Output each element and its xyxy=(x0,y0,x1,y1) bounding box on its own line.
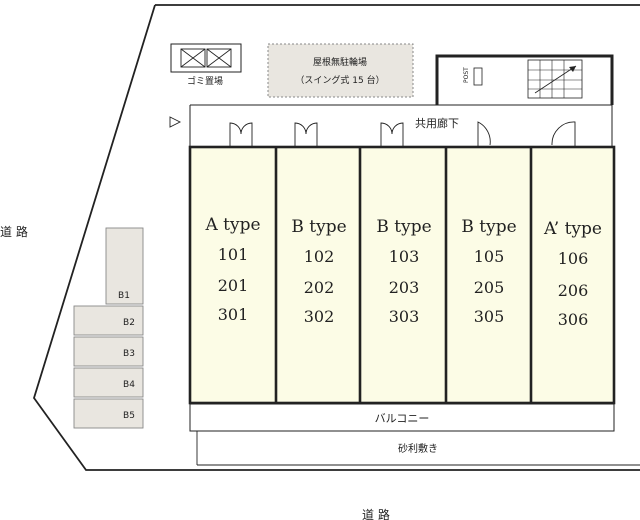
balcony: バルコニー xyxy=(189,403,615,432)
unit-b-2: B type 103 203 303 xyxy=(376,217,431,326)
door-swing xyxy=(305,122,318,147)
room-number: 203 xyxy=(389,278,420,297)
door-106 xyxy=(551,121,576,147)
garbage-label: ゴミ置場 xyxy=(187,75,223,87)
bike-parking-area xyxy=(267,43,414,98)
bike-parking-label: 屋根無駐輪場 xyxy=(313,56,367,68)
stair-arrow-head xyxy=(569,66,576,72)
shared-corridor: 共用廊下 xyxy=(169,104,613,147)
triangle-arrow-icon xyxy=(169,116,182,128)
units-band xyxy=(188,145,616,405)
door-swing xyxy=(229,122,242,147)
parking-bay-b2 xyxy=(73,305,144,336)
bike-parking-capacity: （スイング式 15 台） xyxy=(295,74,384,86)
gravel-label: 砂利敷き xyxy=(398,442,438,455)
parking-bay-b4 xyxy=(73,367,144,398)
room-number: 201 xyxy=(218,276,249,295)
room-number: 202 xyxy=(304,278,335,297)
door-swing xyxy=(391,122,404,147)
door-swing xyxy=(240,122,253,147)
crossed-box-icon xyxy=(180,48,206,68)
crossed-box-icon-line xyxy=(180,48,206,68)
door-swing xyxy=(294,122,307,147)
room-number: 102 xyxy=(304,247,335,266)
room-number: 303 xyxy=(389,307,420,326)
parking-bay-label: B1 xyxy=(118,291,130,301)
unit-b-3: B type 105 205 305 xyxy=(461,217,516,326)
room-number: 305 xyxy=(474,307,505,326)
gravel-area: 砂利敷き xyxy=(196,431,640,466)
garbage-area: ゴミ置場 xyxy=(170,43,242,87)
door-swing xyxy=(551,121,576,147)
parking-bay-label: B5 xyxy=(123,411,135,421)
room-number: 206 xyxy=(558,281,589,300)
parking-bay-label: B4 xyxy=(123,380,135,390)
stairs-icon xyxy=(527,59,583,99)
unit-b-1: B type 102 202 302 xyxy=(291,217,346,326)
room-number: 105 xyxy=(474,247,505,266)
parking-bays: B1 B2 B3 B4 B5 xyxy=(73,227,144,429)
balcony-strip xyxy=(189,403,615,432)
room-number: 306 xyxy=(558,310,589,329)
unit-a-prime: A’ type 106 206 306 xyxy=(543,219,602,329)
crossed-box-icon-line xyxy=(206,48,232,68)
room-number: 101 xyxy=(218,245,249,264)
parking-bay-label: B3 xyxy=(123,349,135,359)
door-103 xyxy=(380,122,404,147)
bike-parking: 屋根無駐輪場 （スイング式 15 台） xyxy=(267,43,414,98)
unit-type-label: B type xyxy=(461,217,516,237)
stair-arrow-line xyxy=(534,65,577,94)
parking-bay-b5 xyxy=(73,398,144,429)
stair-enclosure xyxy=(435,54,614,105)
post-box xyxy=(473,67,483,86)
door-102 xyxy=(294,122,318,147)
unit-type-label: B type xyxy=(376,217,431,237)
unit-type-label: A’ type xyxy=(543,219,602,239)
room-number: 302 xyxy=(304,307,335,326)
corridor-label: 共用廊下 xyxy=(415,116,459,130)
stair-block: POST xyxy=(435,54,614,105)
unit-type-label: B type xyxy=(291,217,346,237)
road-label-bottom: 道 路 xyxy=(362,507,390,520)
unit-a: A type 101 201 301 xyxy=(204,215,260,324)
room-number: 103 xyxy=(389,247,420,266)
parking-bay-b1 xyxy=(105,227,144,305)
room-number: 205 xyxy=(474,278,505,297)
balcony-label: バルコニー xyxy=(375,412,430,425)
units: A type 101 201 301 B type 102 202 302 B … xyxy=(188,145,616,405)
road-label-left: 道 路 xyxy=(0,224,28,239)
stairs-frame xyxy=(527,59,583,99)
door-swing xyxy=(477,121,491,147)
crossed-box-icon xyxy=(206,48,232,68)
parking-bay-label: B2 xyxy=(123,318,135,328)
parking-bay-b3 xyxy=(73,336,144,367)
door-105 xyxy=(477,121,491,147)
site-boundary xyxy=(33,4,640,471)
garbage-bay-frame xyxy=(170,43,242,73)
post-label: POST xyxy=(463,67,470,83)
room-number: 106 xyxy=(558,249,589,268)
door-swing xyxy=(380,122,393,147)
unit-type-label: A type xyxy=(204,215,260,235)
door-101 xyxy=(229,122,253,147)
room-number: 301 xyxy=(218,305,249,324)
doors xyxy=(229,121,576,147)
